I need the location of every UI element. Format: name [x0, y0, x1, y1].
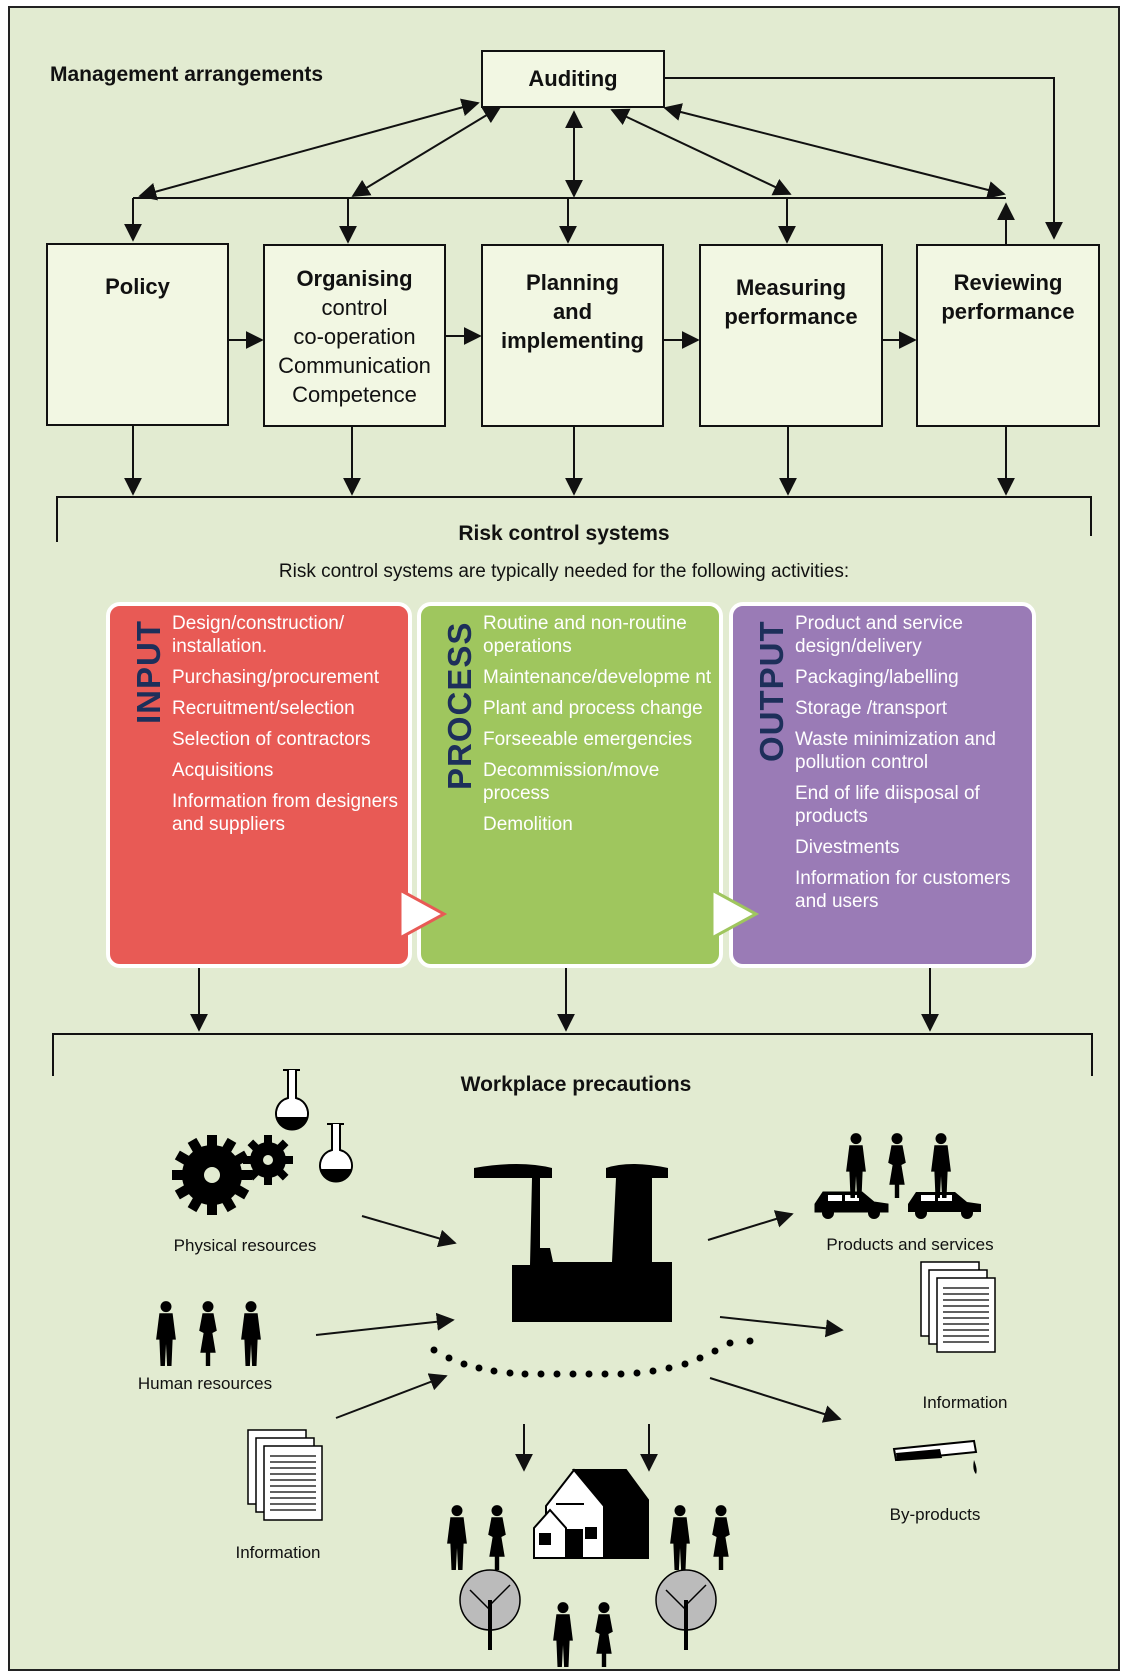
list-item: Routine and non-routine operations: [483, 613, 687, 657]
list-item: Decommission/move process: [483, 760, 660, 804]
list-item: End of life diisposal of products: [795, 783, 980, 827]
management-arrangements-heading: Management arrangements: [50, 63, 324, 86]
planning-box: Planning and implementing: [481, 244, 664, 427]
information-output-label: Information: [922, 1393, 1008, 1412]
list-item: Purchasing/procurement: [172, 667, 379, 688]
list-item: Demolition: [483, 814, 573, 835]
tree-icon: [459, 1569, 717, 1650]
person-icon: [241, 1301, 261, 1366]
list-item: Selection of contractors: [172, 729, 371, 750]
person-icon: [846, 1133, 866, 1198]
risk-control-title: Risk control systems: [458, 522, 670, 545]
list-item: Maintenance/developme nt: [483, 667, 712, 688]
reviewing-label: Reviewing: [953, 270, 1063, 295]
measuring-box: Measuring performance: [699, 244, 883, 427]
test-tube-icon: [892, 1439, 978, 1474]
person-icon: [931, 1133, 951, 1198]
output-card: OUTPUT Product and service design/delive…: [729, 602, 1036, 968]
human-resources-label: Human resources: [137, 1374, 273, 1393]
document-stack-icon: [920, 1261, 996, 1353]
list-item: Plant and process change: [483, 698, 703, 719]
measuring-label: performance: [724, 304, 858, 329]
output-list: Product and service design/delivery Pack…: [795, 612, 1031, 921]
document-stack-icon: [247, 1429, 323, 1521]
planning-label: and: [552, 299, 593, 324]
measuring-label: Measuring: [735, 275, 847, 300]
organising-item: control: [321, 295, 388, 320]
house-icon: [533, 1468, 649, 1559]
process-card: PROCESS Routine and non-routine operatio…: [417, 602, 723, 968]
list-item: Recruitment/selection: [172, 698, 355, 719]
list-item: Waste minimization and pollution control: [795, 729, 996, 773]
person-icon: [670, 1505, 690, 1570]
flask-icon: [275, 1069, 353, 1183]
list-item: Storage /transport: [795, 698, 948, 719]
process-dots-icon: [430, 1337, 754, 1378]
products-services-label: Products and services: [826, 1235, 994, 1254]
factory-icon: [474, 1164, 672, 1322]
workplace-precautions-title: Workplace precautions: [460, 1073, 692, 1096]
reviewing-label: performance: [941, 299, 1075, 324]
policy-box: Policy: [46, 243, 229, 426]
person-icon: [447, 1505, 467, 1570]
process-list: Routine and non-routine operations Maint…: [483, 612, 719, 844]
list-item: Design/construction/ installation.: [172, 613, 345, 657]
planning-label: implementing: [500, 328, 644, 353]
auditing-label: Auditing: [528, 66, 618, 91]
list-item: Acquisitions: [172, 760, 274, 781]
person-icon: [156, 1301, 176, 1366]
organising-box: Organising control co-operation Communic…: [263, 244, 446, 427]
list-item: Divestments: [795, 837, 900, 858]
list-item: Packaging/labelling: [795, 667, 959, 688]
physical-resources-label: Physical resources: [173, 1236, 317, 1255]
list-item: Information for customers and users: [795, 868, 1011, 912]
person-icon: [553, 1602, 573, 1667]
people-icon: [156, 1133, 951, 1667]
gears-icon: [172, 1135, 293, 1215]
organising-item: Communication: [278, 353, 431, 378]
by-products-label: By-products: [889, 1505, 981, 1524]
list-item: Information from designers and suppliers: [172, 791, 398, 835]
organising-title: Organising: [296, 266, 413, 291]
organising-item: co-operation: [293, 324, 416, 349]
car-icon: [814, 1191, 981, 1219]
auditing-box: Auditing: [481, 50, 665, 108]
list-item: Product and service design/delivery: [795, 613, 963, 657]
input-list: Design/construction/ installation. Purch…: [172, 612, 408, 844]
input-card: INPUT Design/construction/ installation.…: [106, 602, 412, 968]
risk-control-subtitle: Risk control systems are typically neede…: [278, 561, 850, 582]
list-item: Forseeable emergencies: [483, 729, 693, 750]
planning-label: Planning: [526, 270, 619, 295]
reviewing-box: Reviewing performance: [916, 244, 1100, 427]
policy-label: Policy: [105, 274, 170, 299]
information-input-label: Information: [235, 1543, 321, 1562]
organising-item: Competence: [292, 382, 417, 407]
